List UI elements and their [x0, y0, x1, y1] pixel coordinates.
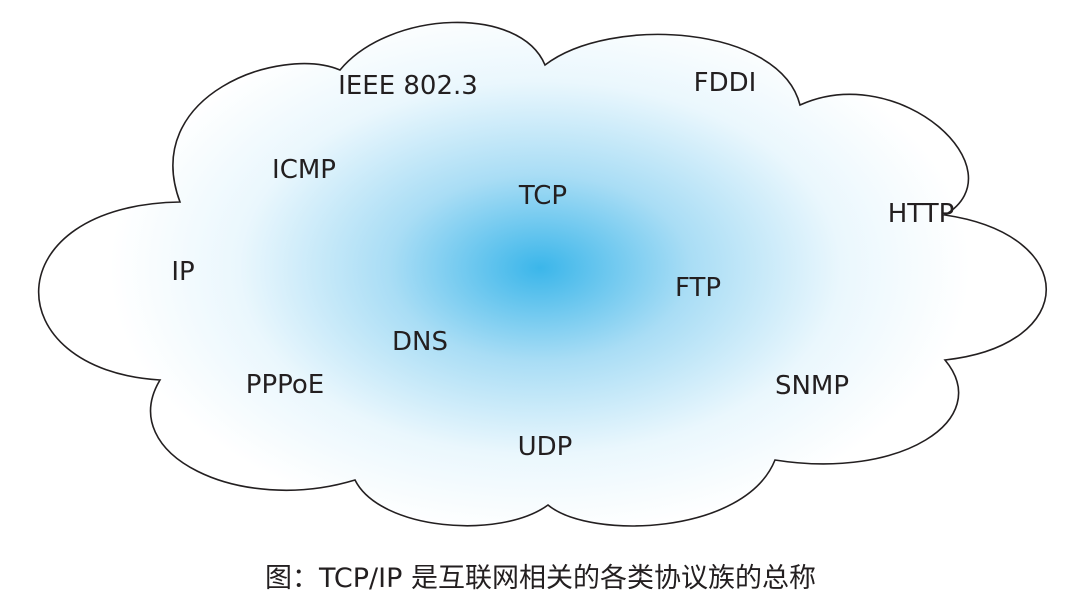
- protocol-ieee-802-3: IEEE 802.3: [338, 71, 478, 101]
- figure-caption: 图：TCP/IP 是互联网相关的各类协议族的总称: [265, 563, 816, 594]
- cloud-shape: [37, 21, 1048, 527]
- protocol-http: HTTP: [888, 199, 955, 229]
- protocol-snmp: SNMP: [775, 371, 849, 401]
- protocol-udp: UDP: [518, 432, 573, 462]
- protocol-icmp: ICMP: [272, 155, 336, 185]
- protocol-tcp: TCP: [518, 181, 567, 211]
- protocol-fddi: FDDI: [694, 68, 757, 98]
- protocol-ip: IP: [171, 257, 194, 287]
- protocol-dns: DNS: [392, 327, 448, 357]
- protocol-pppoe: PPPoE: [246, 370, 324, 400]
- protocol-cloud-diagram: IEEE 802.3 FDDI ICMP TCP HTTP IP FTP DNS…: [37, 21, 1048, 527]
- protocol-ftp: FTP: [675, 273, 721, 303]
